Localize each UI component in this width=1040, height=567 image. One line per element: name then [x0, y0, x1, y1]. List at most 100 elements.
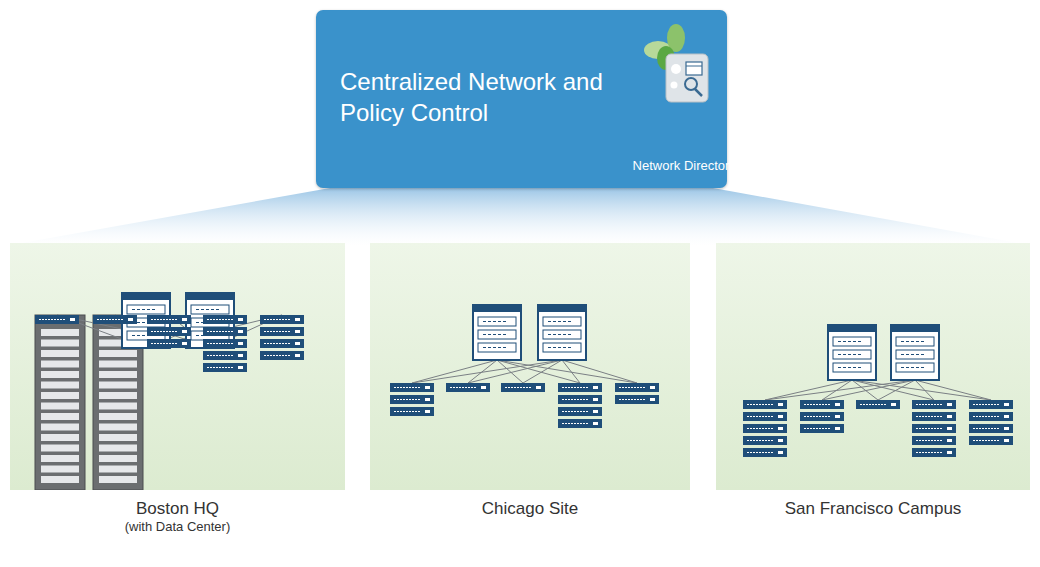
server-unit	[99, 413, 137, 420]
uplink-wire	[765, 380, 915, 400]
switch-ports	[207, 355, 233, 356]
site-panel: Boston HQ(with Data Center)	[10, 243, 345, 490]
switch-ports	[747, 452, 773, 453]
switch-ports	[916, 404, 942, 405]
switch-ports	[207, 367, 233, 368]
switch-led	[778, 403, 783, 406]
site-illustration	[716, 243, 1030, 490]
switch-led	[1004, 415, 1009, 418]
server-unit	[99, 476, 137, 483]
core-chassis	[828, 325, 876, 380]
uplink-wire	[497, 360, 637, 383]
switch-led	[1004, 403, 1009, 406]
line-card	[896, 350, 934, 359]
access-switch	[912, 448, 956, 457]
uplink-wire	[562, 360, 580, 383]
card-ports	[901, 367, 925, 368]
line-card	[543, 317, 581, 326]
server-unit	[41, 455, 79, 462]
line-card	[833, 337, 871, 346]
site-name: San Francisco Campus	[716, 498, 1030, 519]
switch-led	[238, 330, 243, 333]
switch-ports	[916, 428, 942, 429]
switch-ports	[264, 319, 290, 320]
gear	[671, 82, 678, 89]
switch-ports	[804, 416, 830, 417]
site-illustration	[10, 243, 345, 490]
line-card	[543, 343, 581, 352]
switch-ports	[562, 387, 588, 388]
switch-ports	[973, 404, 999, 405]
icon-panel	[666, 54, 708, 102]
switch-led	[593, 386, 598, 389]
switch-ports	[619, 387, 645, 388]
access-switch	[390, 395, 434, 404]
switch-led	[425, 398, 430, 401]
access-switch	[912, 436, 956, 445]
access-switch	[147, 339, 191, 348]
switch-ports	[916, 440, 942, 441]
core-chassis	[538, 305, 586, 360]
switch-ports	[151, 319, 177, 320]
core-chassis	[473, 305, 521, 360]
server-unit	[41, 361, 79, 368]
access-switch	[856, 400, 900, 409]
switch-ports	[505, 387, 531, 388]
card-ports	[196, 309, 220, 310]
switch-led	[481, 386, 486, 389]
server-unit	[41, 445, 79, 452]
chassis-top	[122, 293, 170, 300]
switch-ports	[860, 404, 886, 405]
switch-ports	[394, 387, 420, 388]
server-unit	[99, 371, 137, 378]
card-ports	[132, 309, 156, 310]
switch-ports	[264, 343, 290, 344]
switch-ports	[450, 387, 476, 388]
switch-ports	[264, 355, 290, 356]
line-card	[478, 317, 516, 326]
card-ports	[548, 334, 572, 335]
switch-led	[295, 342, 300, 345]
access-switch	[203, 363, 247, 372]
access-switch	[743, 424, 787, 433]
window-bar	[686, 66, 702, 67]
switch-ports	[394, 399, 420, 400]
site-name: Boston HQ	[10, 498, 345, 519]
switch-led	[835, 415, 840, 418]
light-fan	[5, 188, 1035, 246]
line-card	[191, 305, 229, 314]
uplink-wire	[562, 360, 637, 383]
switch-led	[128, 318, 133, 321]
server-unit	[99, 466, 137, 473]
switch-led	[295, 330, 300, 333]
chassis-top	[828, 325, 876, 332]
switch-led	[425, 410, 430, 413]
switch-led	[70, 318, 75, 321]
switch-led	[947, 427, 952, 430]
access-switch	[35, 315, 79, 324]
access-switch	[743, 448, 787, 457]
switch-led	[778, 427, 783, 430]
server-unit	[41, 392, 79, 399]
access-switch	[558, 395, 602, 404]
card-ports	[483, 321, 507, 322]
switch-ports	[804, 428, 830, 429]
server-unit	[41, 476, 79, 483]
access-switch	[558, 407, 602, 416]
uplink-wire	[878, 380, 915, 400]
switch-led	[1004, 427, 1009, 430]
access-switch	[800, 400, 844, 409]
server-unit	[99, 403, 137, 410]
control-box: Centralized Network and Policy ControlNe…	[316, 10, 727, 188]
card-ports	[483, 334, 507, 335]
uplink-wire	[915, 380, 991, 400]
access-switch	[446, 383, 490, 392]
switch-led	[295, 318, 300, 321]
switch-led	[182, 342, 187, 345]
server-unit	[99, 350, 137, 357]
switch-led	[425, 386, 430, 389]
server-unit	[41, 329, 79, 336]
access-switch	[743, 412, 787, 421]
switch-led	[650, 386, 655, 389]
chassis-top	[891, 325, 939, 332]
